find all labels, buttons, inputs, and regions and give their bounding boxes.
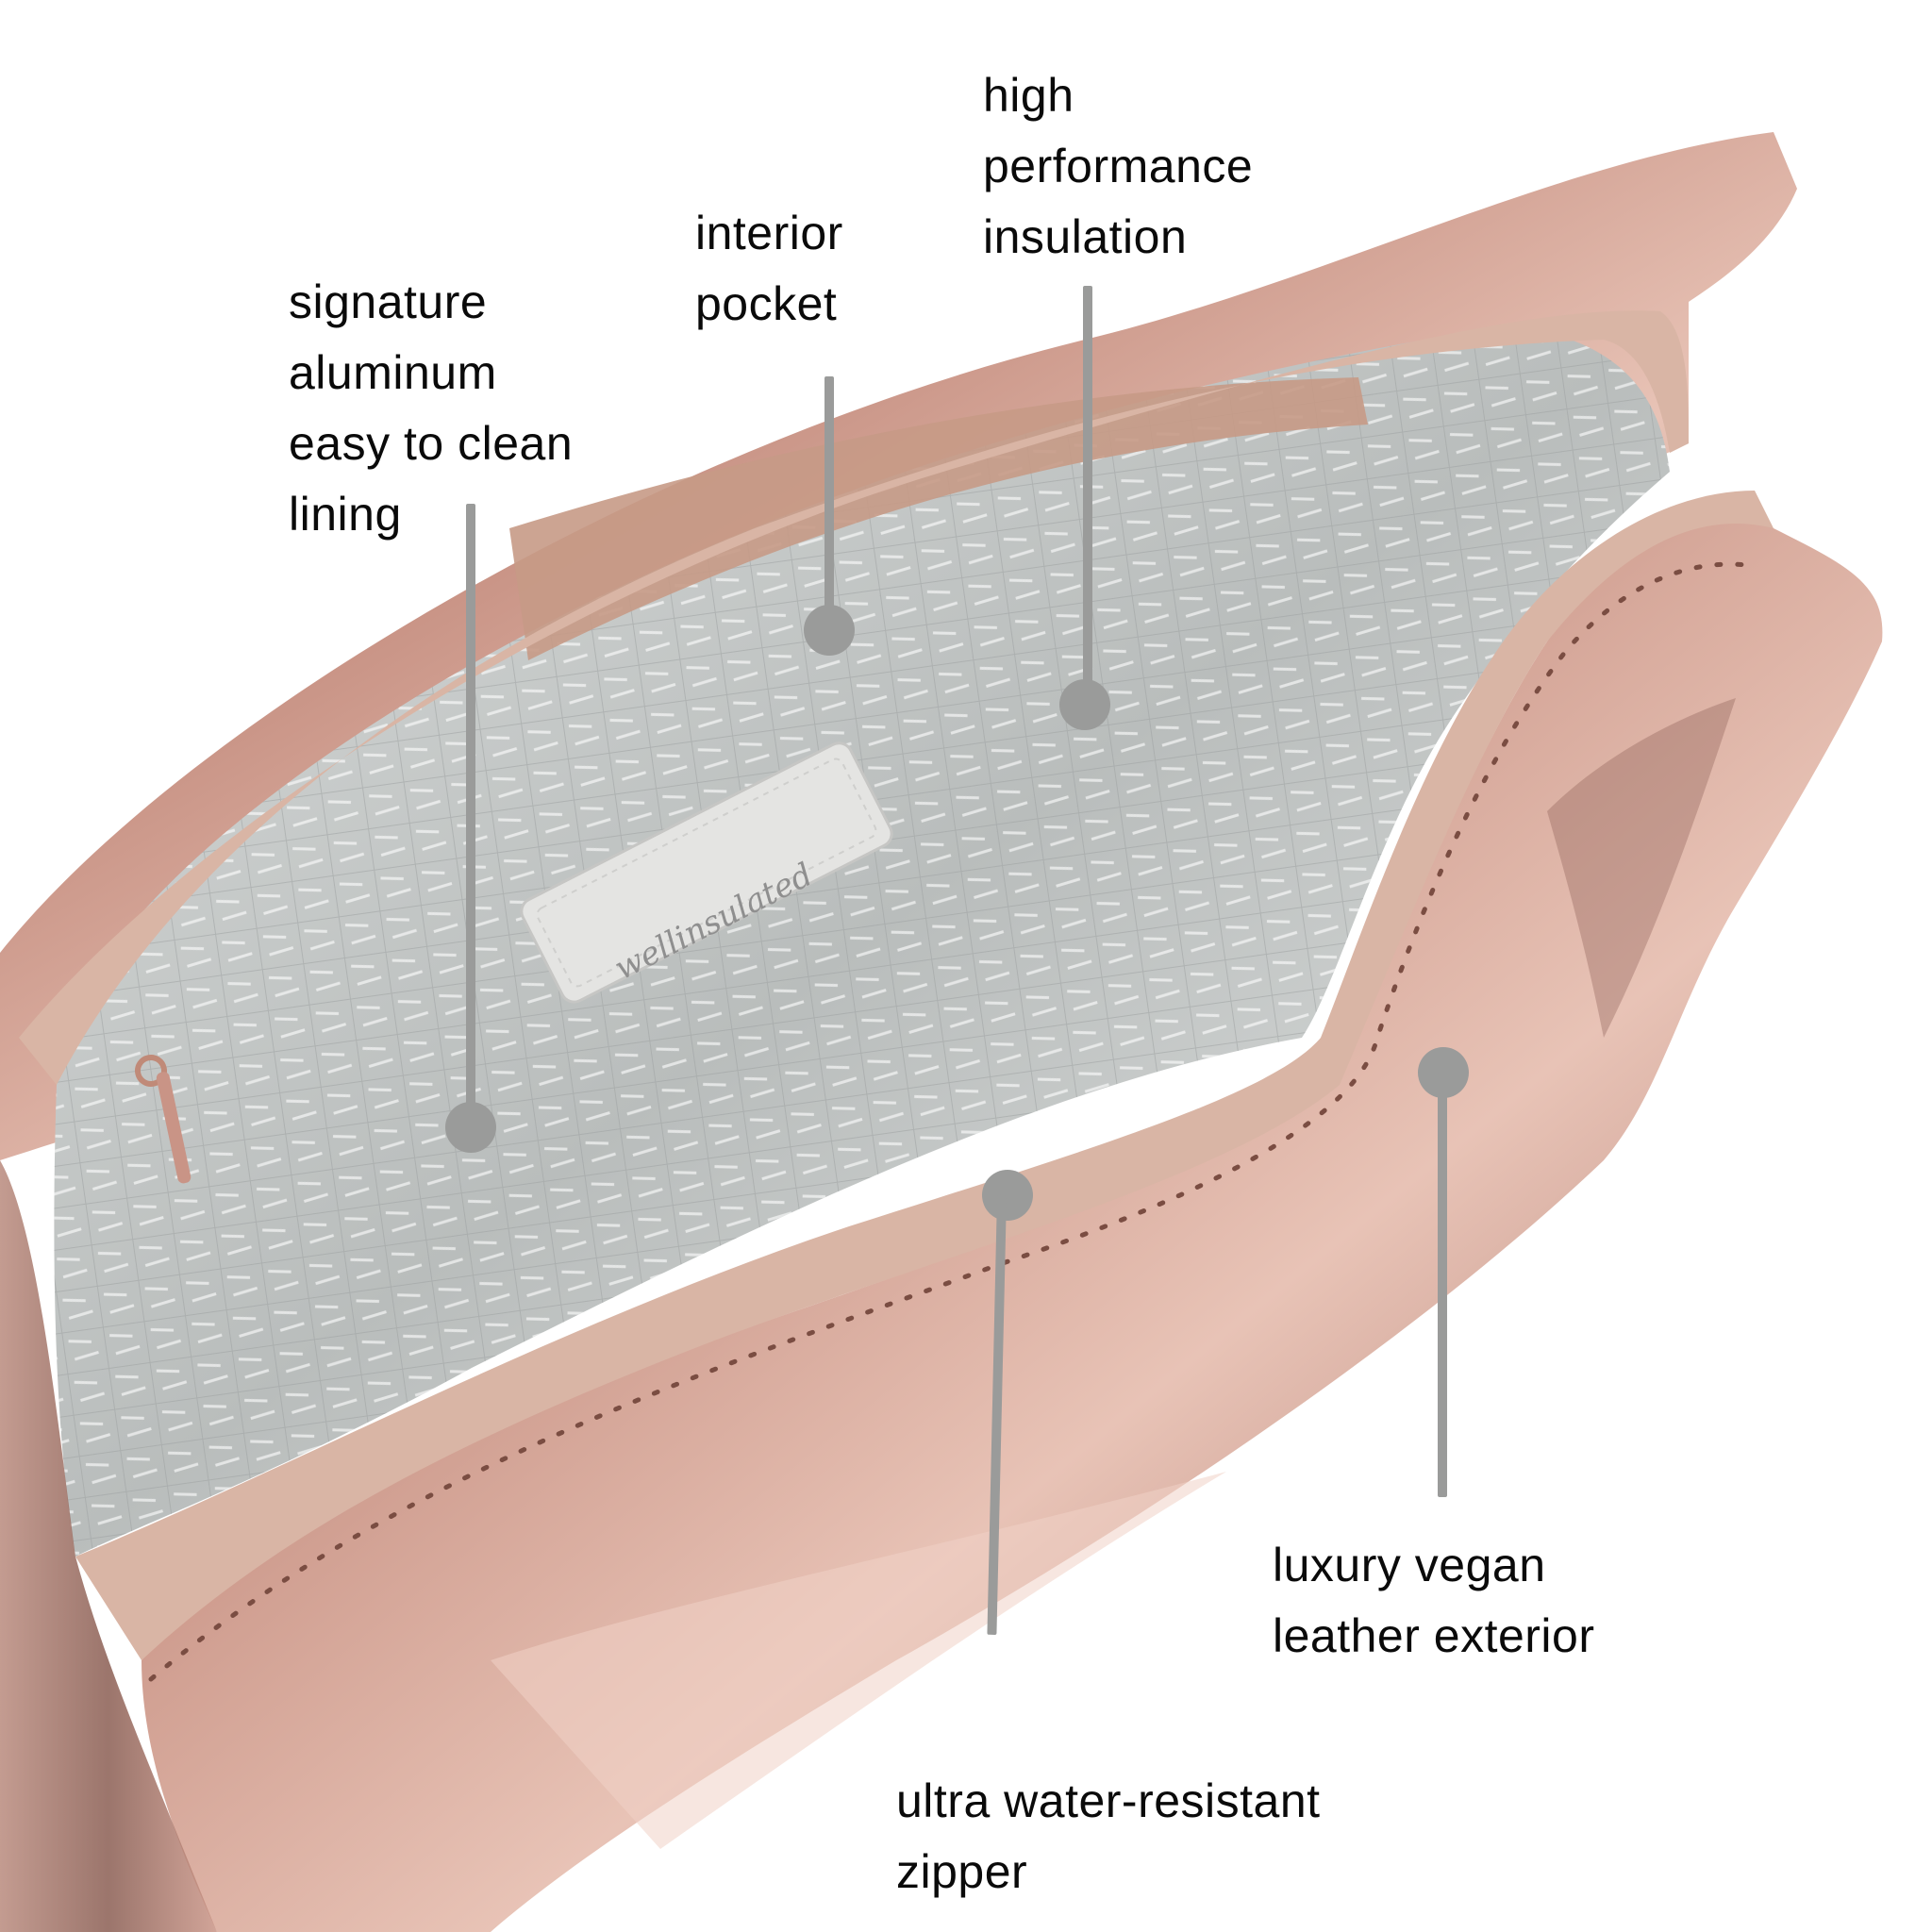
label-line: leather exterior [1273, 1609, 1595, 1662]
callout-label-lining: signature aluminum easy to clean lining [289, 267, 573, 550]
label-line: aluminum [289, 346, 497, 399]
interior-pocket [509, 377, 1368, 660]
callout-label-insulation: high performance insulation [983, 60, 1253, 273]
callout-label-pocket: interior pocket [695, 198, 843, 340]
callout-line-insulation [1083, 286, 1092, 701]
callout-dot-lining [445, 1102, 496, 1153]
callout-label-exterior: luxury vegan leather exterior [1273, 1530, 1595, 1672]
callout-dot-pocket [804, 605, 855, 656]
callout-line-pocket [824, 376, 834, 624]
brand-tag [520, 741, 893, 1004]
label-line: easy to clean [289, 417, 574, 470]
bag-left-gusset [0, 1160, 217, 1932]
label-line: interior [695, 207, 843, 259]
callout-line-lining [466, 504, 475, 1117]
label-line: signature [289, 275, 488, 328]
label-line: ultra water-resistant [896, 1774, 1321, 1827]
bag-front-panel [142, 514, 1883, 1932]
label-line: luxury vegan [1273, 1539, 1546, 1591]
label-line: lining [289, 488, 402, 541]
label-line: high [983, 69, 1074, 122]
callout-dot-zipper [982, 1170, 1033, 1221]
label-line: insulation [983, 210, 1188, 263]
callout-dot-insulation [1059, 679, 1110, 730]
callout-line-exterior [1438, 1073, 1447, 1497]
zipper-tape-front [75, 491, 1774, 1660]
label-line: performance [983, 140, 1254, 192]
callout-label-zipper: ultra water-resistant zipper [896, 1766, 1321, 1907]
zipper-pull [135, 1055, 192, 1184]
label-line: pocket [695, 277, 838, 330]
label-line: zipper [896, 1845, 1028, 1898]
